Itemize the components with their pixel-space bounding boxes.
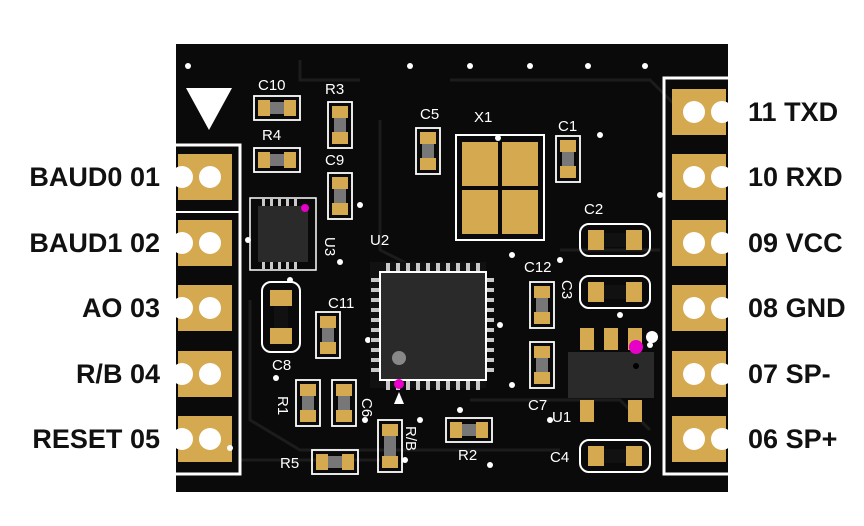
right-pin-label-09: 09 VCC (748, 228, 843, 258)
silk-u1: U1 (552, 409, 571, 426)
pin1-triangle-marker (186, 88, 232, 130)
silk-c1: C1 (558, 118, 577, 135)
silk-c9: C9 (325, 152, 344, 169)
silk-rb: R/B (402, 426, 419, 451)
right-pad-07 (672, 351, 733, 397)
right-pin-label-06: 06 SP+ (748, 424, 838, 454)
u2-mcu-chip (370, 262, 494, 390)
silk-r5: R5 (280, 455, 299, 472)
passive-part-7 (529, 281, 555, 329)
silk-c7: C7 (528, 397, 547, 414)
silk-c11: C11 (328, 295, 354, 312)
silk-u2: U2 (370, 232, 389, 249)
left-pads (171, 154, 232, 462)
left-pad-02 (171, 220, 232, 266)
passive-part-8 (315, 311, 341, 359)
passive-part-2 (253, 147, 301, 173)
left-pad-04 (171, 351, 232, 397)
right-pin-label-10: 10 RXD (748, 162, 843, 192)
left-header-outline (176, 143, 242, 476)
right-pad-10 (672, 154, 733, 200)
silk-c8: C8 (272, 357, 291, 374)
left-pad-05 (171, 416, 232, 462)
passive-part-1 (253, 95, 301, 121)
u2-pin1-marker (394, 379, 404, 389)
right-pin-label-08: 08 GND (748, 293, 846, 323)
silk-u3: U3 (321, 237, 338, 256)
silk-r2: R2 (458, 447, 477, 464)
passive-part-9 (529, 341, 555, 389)
large-capacitors (261, 223, 651, 473)
silk-c3: C3 (558, 280, 575, 299)
passive-part-10 (295, 379, 321, 427)
silk-r3: R3 (325, 81, 344, 98)
left-pin-label-3: AO 03 (81, 293, 160, 323)
silkscreen-labels: C10 R3 R4 C9 U3 C5 X1 C1 U2 C2 C12 C3 C1… (258, 77, 603, 472)
passive-part-5 (415, 127, 441, 175)
silk-c10: C10 (258, 77, 286, 94)
u3-chip (249, 197, 317, 271)
left-pin-label-4: R/B 04 (75, 359, 160, 389)
left-pin-label-2: BAUD1 02 (29, 228, 160, 258)
silk-r1: R1 (274, 396, 291, 415)
passive-part-12 (377, 419, 403, 473)
passive-part-3 (327, 101, 353, 149)
passive-part-4 (327, 172, 353, 220)
passive-components (253, 95, 581, 475)
right-pads (672, 89, 733, 462)
silk-c6: C6 (358, 398, 375, 417)
silk-x1: X1 (474, 109, 492, 126)
silk-c2: C2 (584, 201, 603, 218)
right-pad-11 (672, 89, 733, 135)
passive-part-11 (331, 379, 357, 427)
right-pad-09 (672, 220, 733, 266)
right-pin-label-07: 07 SP- (748, 359, 831, 389)
passive-part-14 (311, 449, 359, 475)
u2-triangle (394, 392, 404, 404)
silk-r4: R4 (262, 127, 281, 144)
x1-crystal (455, 134, 545, 241)
passive-part-6 (555, 135, 581, 183)
left-pin-label-1: BAUD0 01 (29, 162, 160, 192)
right-pin-label-11: 11 TXD (748, 97, 839, 127)
left-pad-03 (171, 285, 232, 331)
left-pad-01 (171, 154, 232, 200)
right-pad-08 (672, 285, 733, 331)
silk-c5: C5 (420, 106, 439, 123)
u1-chip (568, 328, 658, 422)
right-header-outline (662, 76, 728, 476)
right-pad-06 (672, 416, 733, 462)
passive-part-13 (445, 417, 493, 443)
silk-c12: C12 (524, 259, 552, 276)
left-pin-label-5: RESET 05 (32, 424, 160, 454)
silk-c4: C4 (550, 449, 569, 466)
